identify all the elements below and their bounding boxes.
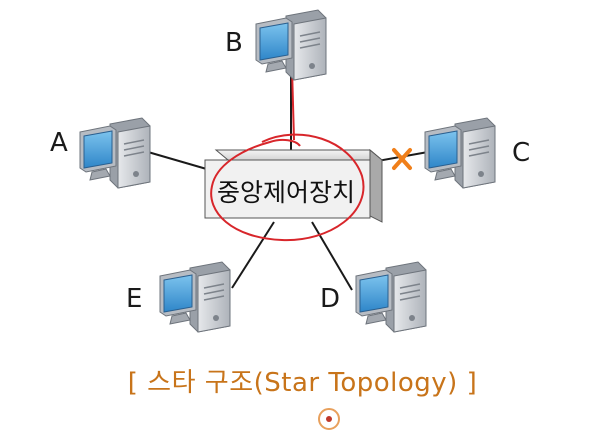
hub-label: 중앙제어장치 [216, 178, 355, 207]
link-e [231, 221, 275, 289]
link-a [147, 151, 211, 171]
computer-a-icon [79, 117, 151, 189]
caption-close-bracket: ] [466, 368, 478, 398]
x-mark-icon [392, 148, 412, 170]
node-label-a: A [50, 128, 68, 158]
caption-text: 스타 구조(Star Topology) [138, 368, 467, 398]
diagram-caption: [ 스타 구조(Star Topology) ] [0, 362, 605, 399]
pointer-cursor-icon [318, 408, 340, 430]
node-label-b: B [225, 28, 243, 58]
computer-e-icon [159, 261, 231, 333]
red-circle-annotation [210, 133, 365, 242]
node-label-d: D [320, 284, 341, 314]
computer-c-icon [424, 117, 496, 189]
central-hub-device [204, 148, 384, 223]
link-d [311, 221, 353, 291]
node-label-e: E [126, 284, 143, 314]
computer-b-icon [255, 9, 327, 81]
caption-open-bracket: [ [127, 368, 139, 398]
node-label-c: C [512, 138, 531, 168]
red-annotation-line [291, 67, 295, 141]
computer-d-icon [355, 261, 427, 333]
